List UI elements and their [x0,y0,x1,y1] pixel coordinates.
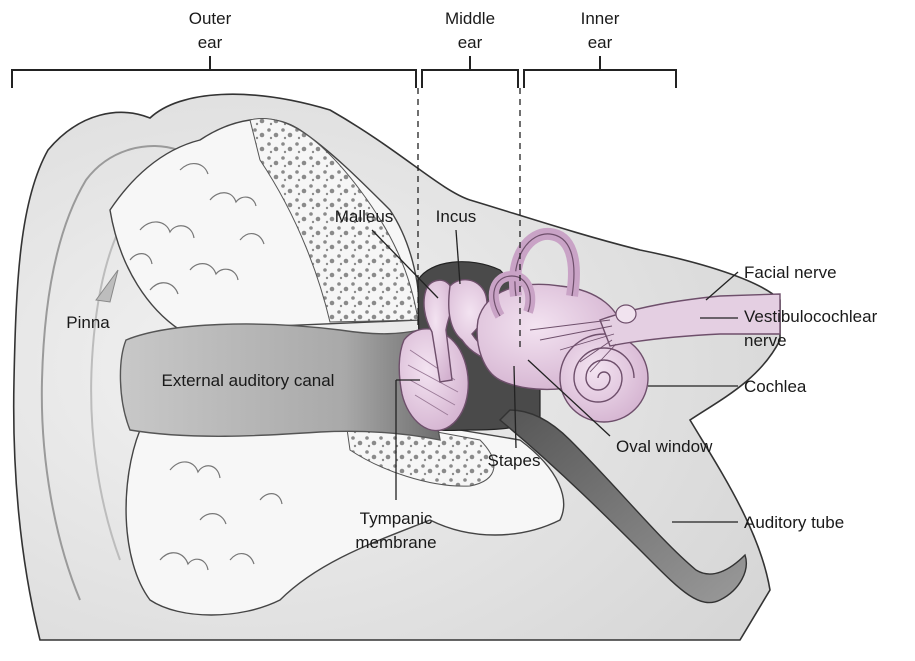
outer-ear-label-line2: ear [198,33,223,52]
vestibulocochlear-label-line1: Vestibulocochlear [744,307,878,326]
middle-ear-bracket [422,56,518,88]
oval-window-label: Oval window [616,437,713,456]
pinna-label: Pinna [66,313,110,332]
tympanic-label-line1: Tympanic [360,509,433,528]
middle-ear-label-line1: Middle [445,9,495,28]
facial-nerve-end [616,305,636,323]
auditory-tube-label: Auditory tube [744,513,844,532]
external-canal-label: External auditory canal [162,371,335,390]
middle-ear-label-line2: ear [458,33,483,52]
facial-nerve-label: Facial nerve [744,263,837,282]
vestibulocochlear-label-line2: nerve [744,331,787,350]
cochlea-label: Cochlea [744,377,807,396]
outer-ear-label-line1: Outer [189,9,232,28]
tympanic-label-line2: membrane [355,533,436,552]
inner-ear-bracket [524,56,676,88]
region-brackets [12,56,676,88]
stapes-label: Stapes [488,451,541,470]
outer-ear-bracket [12,56,416,88]
incus-label: Incus [436,207,477,226]
cochlea-shape [560,334,648,422]
inner-ear-label-line2: ear [588,33,613,52]
inner-ear-label-line1: Inner [581,9,620,28]
malleus-label: Malleus [335,207,394,226]
